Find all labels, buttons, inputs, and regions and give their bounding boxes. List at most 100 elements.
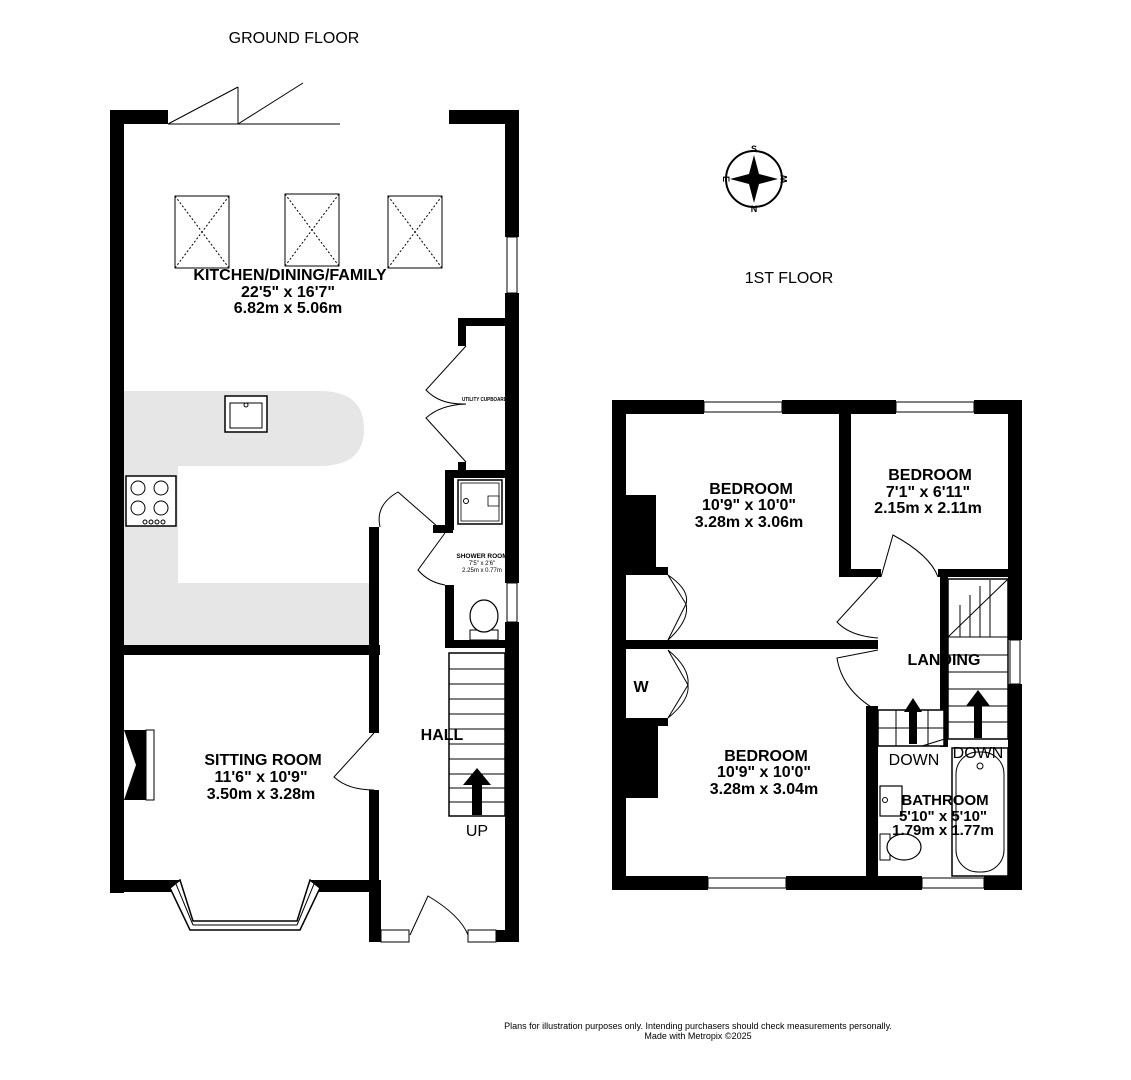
hall-wall-left-upper xyxy=(369,527,379,733)
island-sink xyxy=(224,395,268,433)
shower-wc xyxy=(469,599,499,641)
bay-window xyxy=(169,878,321,931)
first-wall-right-upper xyxy=(1008,400,1022,640)
stairs-up xyxy=(448,652,506,817)
ground-wall-left xyxy=(110,110,124,893)
ground-wall-right-mid xyxy=(505,293,519,583)
bed1-chimney-ledge xyxy=(626,567,668,575)
bed3-window xyxy=(707,877,787,889)
compass-south: S xyxy=(751,144,757,154)
shower-tray xyxy=(457,479,503,525)
shower-room-walls xyxy=(433,470,505,648)
first-stairs-arrow xyxy=(966,690,990,738)
first-floor-plan: 1ST FLOOR BEDROOM 10'9" x 10'0" 3.28m x … xyxy=(612,270,1022,890)
stairs-up-label: UP xyxy=(466,823,488,840)
bed2-bottom-wall-right xyxy=(938,569,1008,577)
bed3-name: BEDROOM xyxy=(724,748,808,765)
bed2-window xyxy=(895,401,975,413)
compass-east: E xyxy=(721,176,731,182)
first-floor-title: 1ST FLOOR xyxy=(745,270,834,287)
shower-door-swing xyxy=(417,532,446,586)
skylight-3 xyxy=(387,195,443,269)
hall-window-left xyxy=(380,929,410,943)
bed1-window xyxy=(703,401,783,413)
shower-imperial: 7'5" x 2'6" xyxy=(469,561,495,567)
landing-name: LANDING xyxy=(908,652,981,669)
landing-stairs-arrow xyxy=(904,698,922,744)
kitchen-sitting-divider xyxy=(110,645,380,655)
ground-wall-right-lower xyxy=(505,622,519,942)
kitchen-name: KITCHEN/DINING/FAMILY xyxy=(193,267,387,284)
shower-metric: 2.25m x 0.77m xyxy=(462,568,502,574)
bed3-wardrobe-doors xyxy=(667,649,689,719)
first-wall-left xyxy=(612,400,626,890)
shower-name: SHOWER ROOM xyxy=(456,553,507,560)
kitchen-metric: 6.82m x 5.06m xyxy=(234,300,343,317)
wardrobe-label: W xyxy=(633,679,649,696)
bathroom-name: BATHROOM xyxy=(901,792,988,809)
sitting-door-swing xyxy=(333,732,375,791)
bathroom-metric: 1.79m x 1.77m xyxy=(892,822,994,839)
stairs-up-arrow xyxy=(463,768,491,815)
kitchen-hall-door-swing xyxy=(378,491,439,528)
hall-wall-left-lower xyxy=(369,790,379,890)
bath-wc xyxy=(879,833,922,861)
sitting-metric: 3.50m x 3.28m xyxy=(207,786,316,803)
utility-cupboard xyxy=(425,318,505,470)
bed2-door-swing xyxy=(880,534,939,578)
stairs-down-label-1: DOWN xyxy=(889,752,940,769)
compass-star-icon xyxy=(730,155,778,203)
bed3-chimney xyxy=(626,720,658,798)
utility-label: UTILITY CUPBOARD xyxy=(462,397,507,403)
bath-tub xyxy=(951,747,1009,877)
sitting-imperial: 11'6" x 10'9" xyxy=(214,769,307,786)
shower-window xyxy=(506,582,518,623)
ground-window-right xyxy=(506,236,518,294)
sitting-name: SITTING ROOM xyxy=(204,752,321,769)
bath-window xyxy=(921,877,985,889)
bed3-imperial: 10'9" x 10'0" xyxy=(717,764,811,781)
first-wall-top-a xyxy=(612,400,704,414)
ground-floor-title: GROUND FLOOR xyxy=(229,30,360,47)
ground-wall-top-right xyxy=(449,110,519,124)
hall-window-right xyxy=(467,929,497,943)
stairs-down-label-2: DOWN xyxy=(953,745,1004,762)
ground-floor-plan: GROUND FLOOR KITCHEN/DINING/FAMILY 22'5"… xyxy=(110,30,519,943)
landing-window xyxy=(1009,639,1021,685)
hall-wall-bottom-left xyxy=(369,880,381,942)
compass: S N E W xyxy=(721,144,789,214)
bathroom-imperial: 5'10" x 5'10" xyxy=(899,808,987,825)
first-wall-bottom-c xyxy=(984,876,1022,890)
bed1-chimney xyxy=(626,495,656,573)
bed1-bed2-wall xyxy=(839,400,851,575)
bed1-door-swing xyxy=(836,576,879,639)
bed2-bottom-wall xyxy=(839,569,881,577)
bath-basin xyxy=(879,785,903,817)
kitchen-imperial: 22'5" x 16'7" xyxy=(241,284,335,301)
hall-wall-bottom-right xyxy=(496,930,519,942)
skylight-2 xyxy=(284,193,340,267)
front-door-swing xyxy=(409,895,469,936)
bed2-metric: 2.15m x 2.11m xyxy=(874,500,982,517)
sitting-fireplace xyxy=(124,729,155,801)
bed1-wardrobe-doors xyxy=(667,574,688,641)
ground-wall-right-upper xyxy=(505,110,519,237)
first-wall-right-lower xyxy=(1008,684,1022,890)
compass-west: W xyxy=(779,174,789,183)
bed3-door-swing xyxy=(836,649,879,711)
bed1-name: BEDROOM xyxy=(709,481,793,498)
footer-disclaimer: Plans for illustration purposes only. In… xyxy=(504,1021,892,1031)
kitchen-worktop xyxy=(124,391,370,645)
bed1-metric: 3.28m x 3.06m xyxy=(695,514,804,531)
bed3-landing-wall xyxy=(866,706,878,886)
first-wall-bottom-b xyxy=(786,876,922,890)
ground-wall-bottom-mid xyxy=(310,880,380,892)
compass-north: N xyxy=(751,204,758,214)
bed1-bed3-wall xyxy=(626,640,878,649)
bed1-imperial: 10'9" x 10'0" xyxy=(702,497,796,514)
first-stairs xyxy=(947,578,1009,740)
ground-wall-top-left xyxy=(110,110,168,124)
landing-stairs xyxy=(877,698,949,747)
stairwell-wall xyxy=(940,577,948,747)
